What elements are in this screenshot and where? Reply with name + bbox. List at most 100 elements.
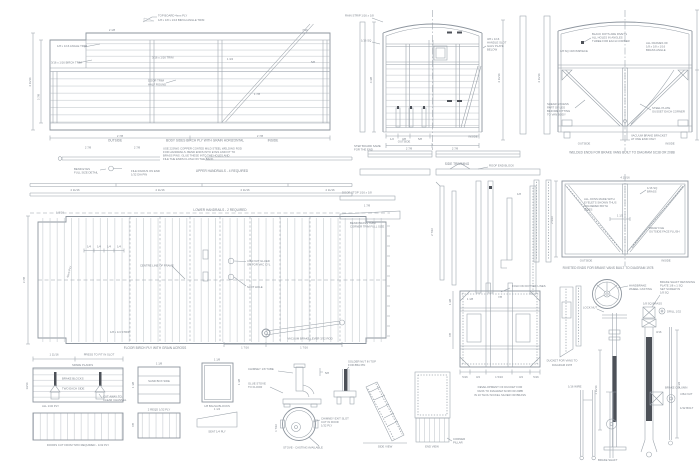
label-step-board-1: STEP BOARD SAME <box>354 144 381 148</box>
label-corner-trim: CORNER TRIM FULL SIZE <box>350 225 384 229</box>
label-vac-lever: VACUUM BRAKE LEVER 3/32 ROD <box>287 337 332 341</box>
label-brake-blocks: BRAKE BLOCKS <box>62 377 84 381</box>
stove-detail: CHIMNEY 1/8 TUBE GLUE STOVE TO FLOOR 5/8… <box>248 360 465 450</box>
dim-e4: 2 7/8 <box>406 147 413 151</box>
label-draw-file-2: OUTSIDE FACE FLUSH <box>649 230 679 234</box>
dim-strip4: 7/8 <box>498 295 502 299</box>
label-pin: 1/32 DIA PIN <box>131 173 147 177</box>
dim-strip1: 2 7/16 <box>430 228 434 236</box>
label-draw-file-1: DRAW FILE <box>649 226 664 230</box>
handrails: 2 7/8 2 7/8 USE 22SWG COPPER COATED MILD… <box>29 146 353 212</box>
label-frames-2: 1/8 x 1/8 x 1/16 <box>646 45 666 49</box>
dim-e3: 5/8 <box>418 137 422 141</box>
dim-height: 4 11/16 <box>28 77 32 87</box>
label-birch-trim: 3/16 x 1/16 BIRCH TRIM <box>51 61 83 65</box>
label-seat: SEAT 1/4 PLY <box>208 430 226 434</box>
caption-riveted-ends: RIVETED ENDS FOR BRAKE VANS BUILT TO DIA… <box>563 266 654 270</box>
dim-lever2: 1 7/16 <box>300 346 308 350</box>
label-banut: 4 BA NUT <box>680 392 693 396</box>
caption-side-view: SIDE VIEW <box>378 445 393 449</box>
dim-d4: 3/4 <box>519 375 523 379</box>
dim-strip2: 1 1/8 <box>467 297 474 301</box>
label-corner-1: CORNER <box>453 437 465 441</box>
label-bolt: 1/32 BOLT <box>680 406 694 410</box>
caption-welded-ends: WELDED ENDS FOR BRAKE VANS BUILT TO DIAG… <box>569 151 674 155</box>
body-side-elevation: TOP BOARD 4mm PLY 1/8 x 1/8 x 1/16 BIRCH… <box>28 14 331 143</box>
label-retaining-4: 1/8 SQ <box>660 291 670 295</box>
label-strip: 1/8 x 1/4 STRIP <box>110 330 130 334</box>
label-banut-1: 4 BA NUT GLUED <box>247 259 270 263</box>
dim-lower2: 2 11/16 <box>155 188 165 192</box>
dim-riv-center: 1 1/2 <box>617 214 624 218</box>
label-crosspiece: 1/8 SQ CROSSPIECE <box>560 49 588 53</box>
caption-stove: STOVE - CASTING AVAILABLE <box>283 446 323 450</box>
label-inside: INSIDE <box>268 139 279 143</box>
caption-upper-handrails: UPPER HANDRAILS - 4 REQUIRED <box>196 169 249 173</box>
caption-ducket-dev-1: DEVELOPMENT OF DUCKET FOR <box>478 385 523 389</box>
dim-d1: 5/16 <box>462 375 468 379</box>
label-vac-bracket-1: VACUUM BRAKE BRACKET <box>631 134 667 138</box>
dim-chimney: 5/8 <box>325 371 329 375</box>
label-door-stop: DOOR STOP 1/16 x 1/8 <box>342 191 372 195</box>
dim-panel-a: 1 11/16 <box>49 353 59 357</box>
dim-lower1: 2 11/16 <box>70 188 80 192</box>
label-all-ply: ALL 1/32 PLY <box>42 404 59 408</box>
dim-height2: 3 7/8 <box>37 93 41 100</box>
dim-lower4: 2 11/16 <box>325 188 335 192</box>
label-cut-away-2: CLEAR CHANNEL <box>103 398 127 402</box>
dim-top: 2 1/8 <box>109 28 116 32</box>
dim-d5: 5/16 <box>533 375 539 379</box>
dim-inner1: 5/8 <box>311 60 315 64</box>
caption-floor: FLOOR BIRCH PLY WITH GRAIN ACROSS <box>124 346 187 350</box>
dim-top2: 7/16 <box>302 28 308 32</box>
label-inside-welded: INSIDE <box>665 142 674 146</box>
label-inside-riv: INSIDE <box>661 259 670 263</box>
dim-q3: 1/4 <box>107 245 111 249</box>
label-banut-2: ON FOR VAC CYL <box>247 263 271 267</box>
label-fold-lines: FOLD ON DOTTED LINES <box>512 284 546 288</box>
label-glue-2: TO FLOOR <box>248 385 262 389</box>
dim-welded-height: 4 11/16 <box>537 73 541 83</box>
label-brake-shaft: BRAKE SHAFT <box>598 458 618 462</box>
dim-riv-height: 2 9/16 <box>550 216 554 224</box>
note-handrail-1: USE 22SWG COPPER COATED MILD STEEL WELDI… <box>163 147 242 151</box>
note-handrail-4: FILE THE ENDS FLUSH ON THE BACK. <box>163 157 214 161</box>
label-lock-nut: LOCK NUT <box>583 306 597 310</box>
label-sq-brass-1: 1/16 SQ <box>647 186 658 190</box>
end-elevation-planked: RAIN STRIP 1/16 x 1/8 1/16 SQ 3/8 x 1/16… <box>345 10 527 152</box>
label-balsa-blocks: 1/8 BALSA BLOCKS <box>204 404 230 408</box>
label-rain-strip: RAIN STRIP 1/16 x 1/8 <box>345 14 374 18</box>
dim-d1-w: 1 1/8 <box>214 358 221 362</box>
dim-rail1: 2 7/8 <box>85 146 92 150</box>
dim-end-height: 4 3/8 <box>369 76 373 83</box>
label-full-size: FULL SIZE DETAIL <box>74 171 99 175</box>
label-half-round: HALF ROUND <box>148 83 166 87</box>
floor-plan: 4 BA NUT GLUED ON FOR VAC CYL SLOT HOLE … <box>22 211 390 350</box>
dim-d7: 7/8 <box>448 333 452 337</box>
label-bend-brass: BEND BRASS TRIM <box>350 221 376 225</box>
label-centre-line: CENTRE LINE OF FRAME <box>140 264 174 268</box>
label-outside-riv: OUTSIDE <box>580 259 593 263</box>
label-sq-brass-2: BRASS <box>647 190 657 194</box>
label-frames-3: BRASS ANGLE <box>646 48 666 52</box>
label-door-trim: DOOR TRIM <box>148 79 165 83</box>
label-file-radius: FILE RADIUS ON END <box>131 169 160 173</box>
end-elevation-riveted: ALL JOINS MADE WITH EYELETS SHOWN THUS S… <box>533 174 689 270</box>
small-part-panels: 1 11/16 PRESS TO FIT IN SLOT SPARE PLANK… <box>25 353 241 448</box>
label-slot-hole: SLOT HOLE <box>247 285 263 289</box>
label-frames-1: ALL FRAMES OF <box>646 41 668 45</box>
label-joins-3: SOLDERED BOTH <box>584 204 608 208</box>
ducket-profile: DUCKET FOR VANS TO DIAGRAM 1978 <box>547 285 582 367</box>
caption-side-trimming: SIDE TRIMMING <box>445 162 470 166</box>
dim-width2: 2 7/8 <box>257 134 264 138</box>
dim-strip3: 1/8 <box>517 192 521 196</box>
dim-colb: 3/16 <box>656 330 662 334</box>
label-sand-box: SAND BOX SIDE <box>148 379 170 383</box>
dim-door-stop: 1 7/8 <box>364 204 371 208</box>
caption-end-view: END VIEW <box>425 445 439 449</box>
label-outside-end: OUTSIDE <box>398 140 411 144</box>
label-trim: 3/16 x 1/16 TRIM <box>152 56 174 60</box>
caption-lower-handrails: LOWER HANDRAILS - 2 REQUIRED <box>193 208 247 212</box>
label-angle-trim: 1/8 x 1/16 ANGLE TRIM <box>57 44 88 48</box>
